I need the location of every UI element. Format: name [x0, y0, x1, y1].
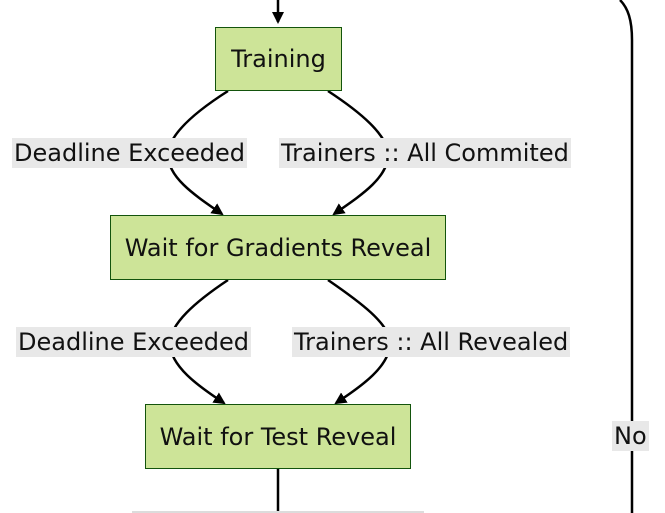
- edge-label-gradients-all-revealed: Trainers :: All Revealed: [292, 327, 571, 357]
- node-wait-gradients-reveal: Wait for Gradients Reveal: [110, 215, 446, 280]
- edge-loop-back: [619, 0, 634, 513]
- node-wait-test-reveal: Wait for Test Reveal: [145, 404, 411, 469]
- edge-label-loop-no: No: [612, 421, 649, 451]
- edge-label-training-all-committed: Trainers :: All Commited: [279, 138, 571, 168]
- edge-label-gradients-deadline: Deadline Exceeded: [16, 327, 252, 357]
- node-training: Training: [215, 27, 342, 91]
- node-wait-test-label: Wait for Test Reveal: [159, 422, 397, 451]
- node-wait-gradients-label: Wait for Gradients Reveal: [124, 233, 432, 262]
- edge-label-training-deadline: Deadline Exceeded: [12, 138, 248, 168]
- node-training-label: Training: [231, 45, 326, 73]
